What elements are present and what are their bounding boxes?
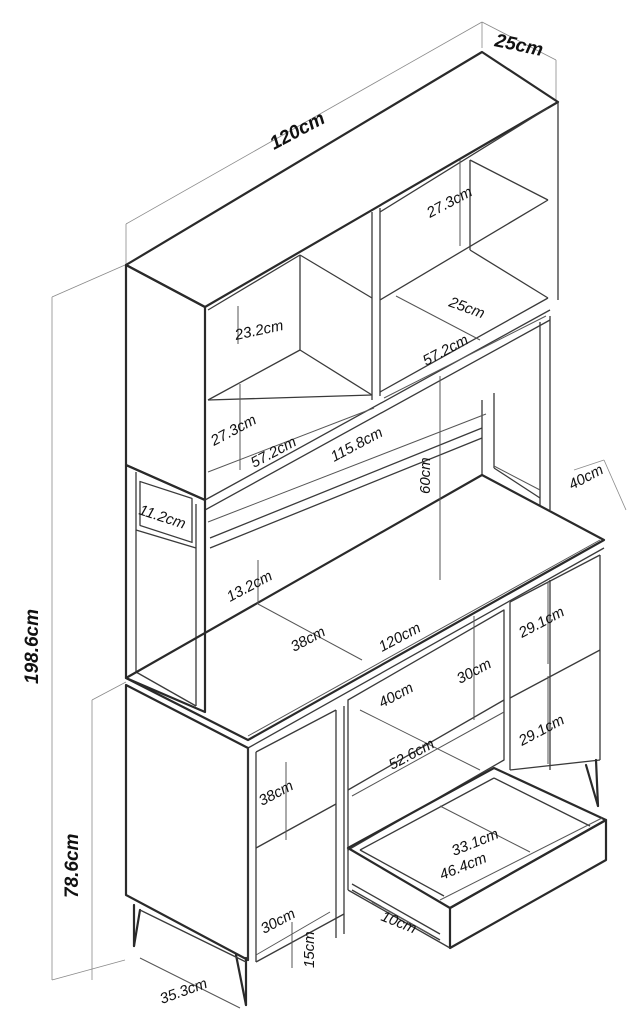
label-38-shelf: 38cm xyxy=(256,777,296,809)
label-15: 15cm xyxy=(301,931,318,968)
label-38-desk: 38cm xyxy=(288,623,328,655)
label-52-6: 52.6cm xyxy=(386,735,437,773)
overall-depth-label: 25cm xyxy=(492,30,545,61)
label-29-1-bottom: 29.1cm xyxy=(515,711,567,750)
desk-height-label: 78.6cm xyxy=(62,833,83,898)
overall-height-label: 198.6cm xyxy=(22,609,43,684)
hutch xyxy=(124,50,560,511)
label-57-2-left: 57.2cm xyxy=(248,433,299,471)
measurement-arrows xyxy=(139,160,603,1009)
label-27-3-left: 27.3cm xyxy=(207,411,259,450)
dimension-labels: 120cm 25cm 198.6cm 78.6cm 27.3cm 23.2cm … xyxy=(22,30,606,1008)
side-frame xyxy=(124,316,551,714)
label-40-drawer: 40cm xyxy=(376,679,416,711)
overall-width-label: 120cm xyxy=(266,108,328,154)
label-13-2: 13.2cm xyxy=(224,567,275,605)
label-57-2-right: 57.2cm xyxy=(420,331,471,369)
label-115-8: 115.8cm xyxy=(328,424,386,465)
desk xyxy=(124,473,608,1007)
label-60: 60cm xyxy=(417,457,434,494)
label-23-2: 23.2cm xyxy=(232,317,285,344)
overall-dimension-lines xyxy=(51,21,627,981)
label-29-1-top: 29.1cm xyxy=(515,603,567,642)
label-25: 25cm xyxy=(446,293,487,322)
label-10: 10cm xyxy=(379,908,419,938)
label-120-desk: 120cm xyxy=(376,619,424,655)
label-11-2: 11.2cm xyxy=(137,502,188,533)
label-27-3-top: 27.3cm xyxy=(423,183,475,222)
